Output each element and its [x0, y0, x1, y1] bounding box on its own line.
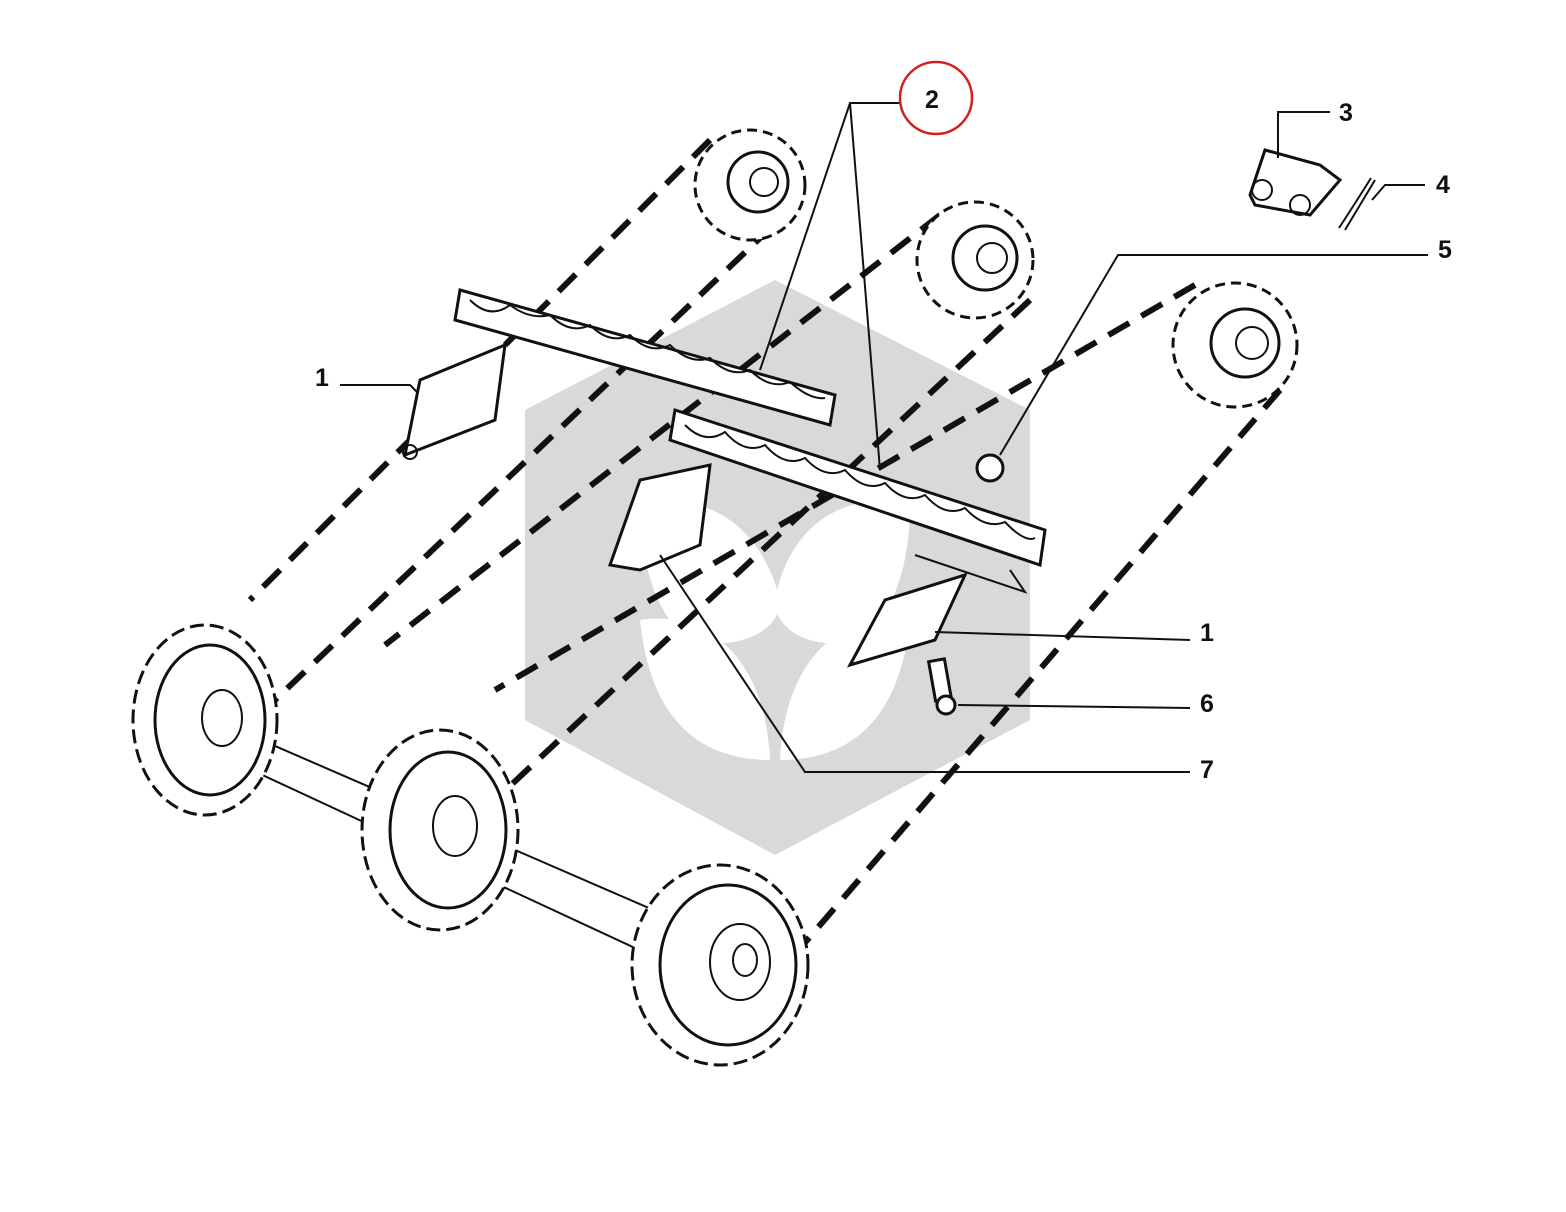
idler-wheel-right — [630, 863, 810, 1067]
callout-6: 6 — [1200, 690, 1214, 718]
callout-4: 4 — [1436, 171, 1450, 199]
connecting-link — [1248, 148, 1343, 217]
chain-segment-left — [402, 342, 507, 460]
nut — [975, 453, 1005, 483]
callout-7: 7 — [1200, 756, 1214, 784]
leader-lines — [340, 102, 1428, 773]
highlight-circle — [898, 60, 974, 136]
attachment-bracket — [607, 463, 712, 572]
sprocket-left — [693, 128, 807, 242]
sprocket-right — [1171, 281, 1299, 409]
idler-wheel-left — [131, 623, 279, 817]
bolt — [926, 657, 957, 716]
callout-5: 5 — [1438, 236, 1452, 264]
callout-1-left: 1 — [315, 364, 329, 392]
sprocket-middle — [915, 200, 1035, 320]
callout-2: 2 — [925, 86, 939, 114]
chain-segment-right — [846, 572, 968, 668]
guide-rail-lower — [668, 408, 1047, 594]
callout-1-right: 1 — [1200, 619, 1214, 647]
cotter-pin — [1338, 177, 1376, 231]
guide-rail-upper — [453, 288, 837, 427]
idler-wheel-middle — [360, 728, 520, 932]
callout-3: 3 — [1339, 99, 1353, 127]
